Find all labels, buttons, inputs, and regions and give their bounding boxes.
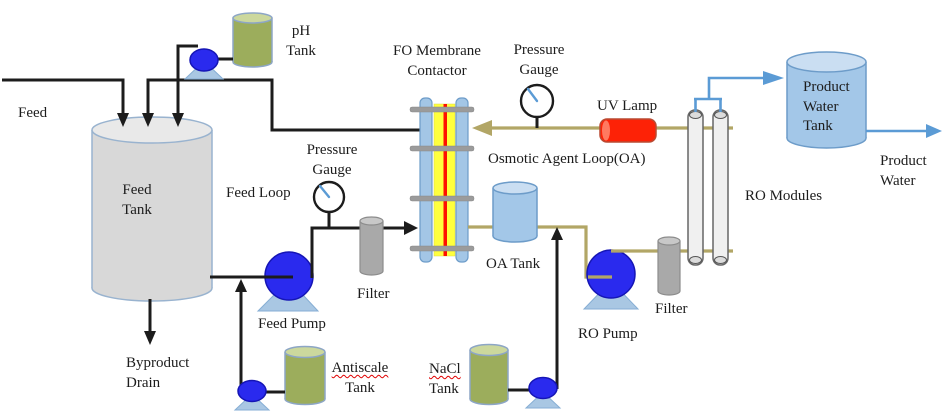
nacl-dosing-line <box>508 227 563 392</box>
antiscale-tank-shape <box>284 345 326 406</box>
nacl-pump-shape <box>524 376 562 409</box>
ph-pump-shape <box>183 48 225 80</box>
oa-tank-label: OA Tank <box>486 256 541 272</box>
byproduct-drain-line <box>144 299 156 345</box>
feed-inlet-label: Feed <box>18 105 48 121</box>
product-water-out-label: Product Water <box>880 153 927 189</box>
filter-left-shape <box>359 216 384 276</box>
pressure-gauge-left-label: Pressure Gauge <box>306 142 358 178</box>
product-water-out-arrow <box>926 124 942 138</box>
feed-inlet-arrow <box>117 113 129 127</box>
byproduct-drain-label: Byproduct Drain <box>126 355 190 391</box>
fo-return-line <box>142 78 420 132</box>
permeate-arrow <box>763 71 784 85</box>
product-water-out-line <box>866 124 942 138</box>
pressure-gauge-right-shape <box>519 83 555 119</box>
nacl-tank-word: Tank <box>429 380 459 397</box>
antiscale-word: Antiscale <box>331 360 389 376</box>
ph-dosing-arrow <box>172 113 184 127</box>
antiscale-dosing-arrow <box>235 279 247 292</box>
uv-lamp-shape <box>599 118 657 143</box>
ph-tank-shape <box>232 12 273 68</box>
feed-inlet-line <box>2 78 129 127</box>
product-water-tank-label: Product Water Tank <box>803 79 850 134</box>
byproduct-drain-arrow <box>144 331 156 345</box>
feed-loop-label: Feed Loop <box>226 185 291 201</box>
ro-modules-label: RO Modules <box>745 188 823 204</box>
product-water-tank-shape <box>786 51 867 149</box>
fo-membrane-contactor-shape <box>409 97 475 263</box>
permeate-line <box>694 71 784 112</box>
pressure-gauge-left-shape <box>312 180 346 214</box>
filter-right-label: Filter <box>655 301 688 317</box>
uv-lamp-label: UV Lamp <box>597 98 658 114</box>
ro-modules-shape <box>687 109 729 266</box>
nacl-tank-shape <box>469 343 509 406</box>
ro-pump-label: RO Pump <box>578 326 638 342</box>
nacl-dosing-arrow <box>551 227 563 240</box>
fo-return-arrow <box>142 113 154 127</box>
nacl-word: NaCl <box>429 361 461 377</box>
fo-contactor-label: FO Membrane Contactor <box>393 43 481 79</box>
feed-tank-label: Feed Tank <box>122 182 152 218</box>
antiscale-tank-word: Tank <box>345 379 375 396</box>
feed-pump-label: Feed Pump <box>258 316 326 332</box>
feed-pump-shape <box>256 251 320 312</box>
oa-tank-shape <box>492 181 538 243</box>
oa-loop-arrow <box>472 120 492 136</box>
filter-right-shape <box>657 236 681 296</box>
antiscale-pump-shape <box>233 379 271 411</box>
filter-left-label: Filter <box>357 286 390 302</box>
feed-loop-arrow <box>404 221 418 235</box>
oa-loop-label: Osmotic Agent Loop(OA) <box>488 151 646 167</box>
ph-tank-label: pH Tank <box>286 23 316 59</box>
pressure-gauge-right-label: Pressure Gauge <box>513 42 565 78</box>
ro-pump-shape <box>582 249 640 310</box>
